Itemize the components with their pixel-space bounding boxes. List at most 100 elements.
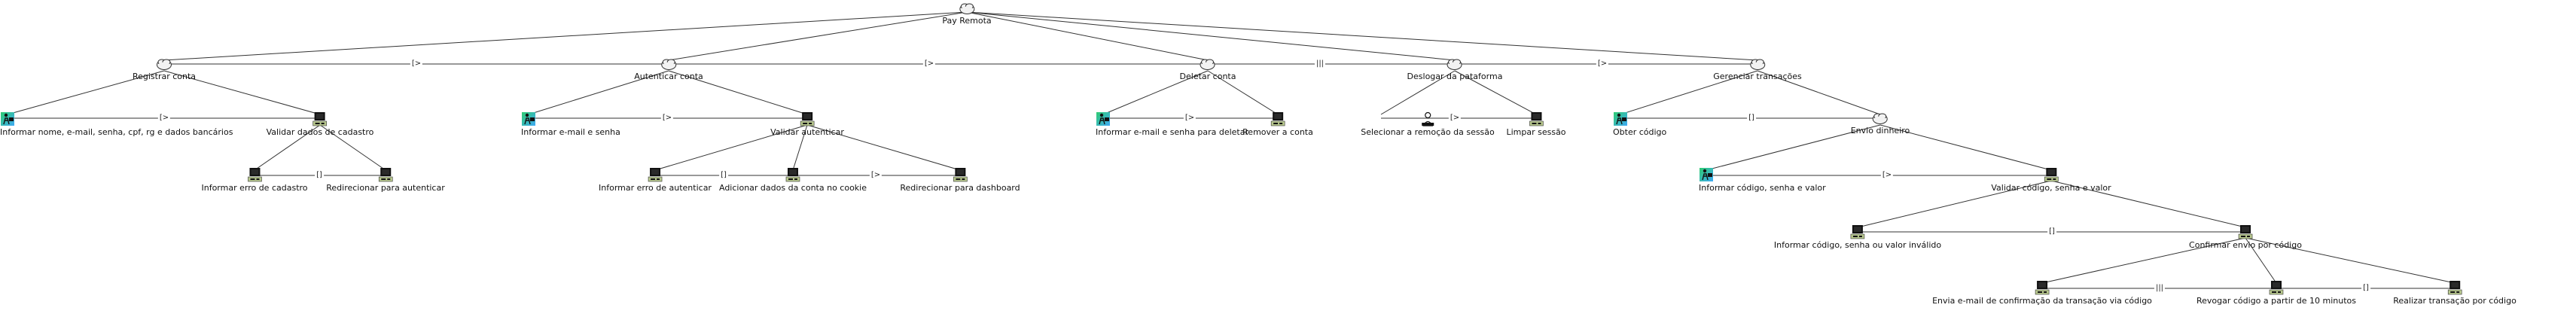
node-pay-remota[interactable]: Pay Remota — [942, 2, 992, 26]
node-adicionar-cookie[interactable]: Adicionar dados da conta no cookie — [719, 167, 867, 193]
application-task-icon — [1270, 112, 1285, 126]
node-label: Validar dados de cadastro — [266, 127, 374, 137]
application-task-icon — [2269, 281, 2284, 295]
operator-enable: [> — [660, 114, 674, 123]
node-label: Deslogar da pataforma — [1407, 72, 1503, 81]
node-label: Registrar conta — [132, 72, 197, 81]
application-task-icon — [2035, 281, 2050, 295]
node-label: Envio dinheiro — [1850, 126, 1910, 136]
node-label: Redirecionar para autenticar — [326, 183, 445, 193]
node-obter-codigo[interactable]: Obter código — [1613, 111, 1666, 137]
application-task-icon — [2238, 225, 2253, 239]
application-task-icon — [1850, 225, 1865, 239]
user-task-icon — [1, 112, 14, 126]
abstract-task-icon — [661, 59, 676, 70]
application-task-icon — [953, 168, 968, 182]
node-erro-cadastro[interactable]: Informar erro de cadastro — [201, 167, 308, 193]
node-label: Validar autenticar — [770, 127, 844, 137]
abstract-task-icon — [959, 3, 974, 14]
node-label: Confirmar envio por código — [2189, 240, 2302, 250]
user-task-icon — [522, 112, 535, 126]
node-deslogar[interactable]: Deslogar da pataforma — [1407, 57, 1503, 81]
node-remover-conta[interactable]: Remover a conta — [1242, 111, 1313, 137]
operator-enable: [> — [922, 59, 936, 69]
node-label: Informar código, senha e valor — [1699, 183, 1826, 193]
operator-enable: [> — [410, 59, 423, 69]
operator-enable: [> — [1880, 171, 1894, 180]
node-label: Informar e-mail e senha para deletar — [1096, 127, 1249, 137]
node-label: Realizar transação por código — [2393, 296, 2517, 306]
node-validar-autenticar[interactable]: Validar autenticar — [770, 111, 844, 137]
operator-enable: [> — [1183, 114, 1197, 123]
node-envia-email[interactable]: Envia e-mail de confirmação da transação… — [1932, 280, 2152, 306]
node-limpar-sessao[interactable]: Limpar sessão — [1506, 111, 1566, 137]
node-validar-cadastro[interactable]: Validar dados de cadastro — [266, 111, 374, 137]
node-label: Obter código — [1613, 127, 1667, 137]
node-gerenciar-transacoes[interactable]: Gerenciar transações — [1713, 57, 1802, 81]
application-task-icon — [648, 168, 663, 182]
operator-enable: [> — [869, 171, 883, 180]
node-informar-cadastro[interactable]: Informar nome, e-mail, senha, cpf, rg e … — [0, 111, 233, 137]
node-label: Informar erro de autenticar — [599, 183, 712, 193]
node-autenticar-conta[interactable]: Autenticar conta — [634, 57, 703, 81]
node-label: Redirecionar para dashboard — [900, 183, 1020, 193]
operator-choice: [] — [2047, 227, 2056, 236]
application-task-icon — [378, 168, 393, 182]
abstract-task-icon — [157, 59, 172, 70]
operator-choice: [] — [2361, 284, 2370, 293]
operator-interleave: ||| — [2154, 284, 2166, 293]
node-informar-codigo-senha-valor[interactable]: Informar código, senha e valor — [1699, 167, 1826, 193]
node-registrar-conta[interactable]: Registrar conta — [133, 57, 196, 81]
node-validar-codigo-senha-valor[interactable]: Validar código, senha e valor — [1991, 167, 2111, 193]
node-codigo-invalido[interactable]: Informar código, senha ou valor inválido — [1774, 224, 1941, 250]
operator-choice: [] — [719, 171, 728, 180]
node-label: Deletar conta — [1179, 72, 1236, 81]
node-selecionar-remocao[interactable]: Selecionar a remoção da sessão — [1361, 111, 1495, 137]
node-label: Selecionar a remoção da sessão — [1361, 127, 1495, 137]
user-task-icon — [1096, 112, 1110, 126]
operator-interleave: ||| — [1314, 59, 1326, 69]
operator-choice: [] — [1747, 114, 1756, 123]
node-envio-dinheiro[interactable]: Envio dinheiro — [1851, 111, 1910, 136]
node-label: Informar código, senha ou valor inválido — [1773, 240, 1942, 250]
user-task-icon — [1700, 168, 1713, 181]
node-redirecionar-dashboard[interactable]: Redirecionar para dashboard — [900, 167, 1020, 193]
node-label: Informar e-mail e senha — [521, 127, 620, 137]
operator-enable: [> — [1596, 59, 1609, 69]
node-label: Validar código, senha e valor — [1991, 183, 2111, 193]
node-realizar-transacao[interactable]: Realizar transação por código — [2393, 280, 2517, 306]
abstract-task-icon — [1749, 59, 1765, 70]
node-confirmar-envio[interactable]: Confirmar envio por código — [2189, 224, 2302, 250]
node-deletar-conta[interactable]: Deletar conta — [1180, 57, 1236, 81]
node-erro-autenticar[interactable]: Informar erro de autenticar — [599, 167, 712, 193]
node-label: Adicionar dados da conta no cookie — [718, 183, 867, 193]
node-label: Envia e-mail de confirmação da transação… — [1932, 296, 2152, 306]
abstract-task-icon — [1447, 59, 1462, 70]
node-revogar-codigo[interactable]: Revogar código a partir de 10 minutos — [2196, 280, 2356, 306]
operator-enable: [> — [1448, 114, 1462, 123]
interaction-task-icon — [1421, 111, 1434, 126]
abstract-task-icon — [1200, 59, 1215, 70]
application-task-icon — [2044, 168, 2059, 182]
node-informar-deletar[interactable]: Informar e-mail e senha para deletar — [1096, 111, 1248, 137]
application-task-icon — [2447, 281, 2462, 295]
node-label: Autenticar conta — [634, 72, 703, 81]
application-task-icon — [247, 168, 262, 182]
node-informar-email-senha[interactable]: Informar e-mail e senha — [521, 111, 620, 137]
node-label: Limpar sessão — [1506, 127, 1566, 137]
application-task-icon — [785, 168, 800, 182]
node-label: Pay Remota — [942, 16, 992, 26]
application-task-icon — [312, 112, 328, 126]
application-task-icon — [1529, 112, 1544, 126]
node-redirecionar-autenticar[interactable]: Redirecionar para autenticar — [326, 167, 445, 193]
operator-choice: [] — [315, 171, 324, 180]
node-label: Informar erro de cadastro — [201, 183, 308, 193]
node-label: Gerenciar transações — [1713, 72, 1802, 81]
node-label: Revogar código a partir de 10 minutos — [2196, 296, 2357, 306]
application-task-icon — [800, 112, 815, 126]
node-label: Remover a conta — [1242, 127, 1313, 137]
user-task-icon — [1614, 112, 1627, 126]
operator-enable: [> — [157, 114, 171, 123]
